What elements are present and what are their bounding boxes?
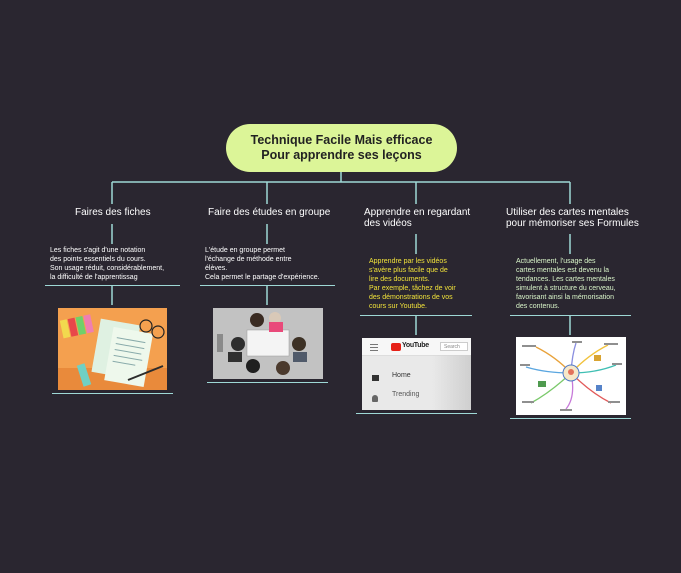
branch-1-note[interactable]: Les fiches s'agit d'une notation des poi… [50, 247, 165, 281]
branch-3-note[interactable]: Apprendre par les vidéos s'avère plus fa… [369, 258, 456, 310]
study-cards-photo[interactable] [58, 308, 167, 390]
home-icon [372, 375, 379, 381]
youtube-screen-photo[interactable]: YouTube Search Home Trending [362, 338, 471, 410]
branch-2-title[interactable]: Faire des études en groupe [208, 207, 331, 218]
branch-1-image-underline [52, 393, 173, 394]
branch-3-note-underline [360, 315, 472, 316]
root-title-line1: Technique Facile Mais efficace [250, 133, 433, 147]
youtube-logo-text: YouTube [402, 342, 429, 349]
youtube-play-icon [391, 343, 401, 351]
mind-map-image[interactable] [516, 337, 626, 415]
branch-4-note-underline [510, 315, 631, 316]
group-study-photo[interactable] [213, 308, 323, 379]
branch-3-image-underline [356, 413, 477, 414]
youtube-home-label: Home [392, 372, 411, 379]
trending-icon [372, 395, 378, 402]
branch-4-note[interactable]: Actuellement, l'usage des cartes mentale… [516, 258, 616, 310]
branch-1-note-underline [45, 285, 180, 286]
branch-2-image-underline [207, 382, 328, 383]
branch-4-title[interactable]: Utiliser des cartes mentales pour mémori… [506, 207, 639, 229]
branch-3-title[interactable]: Apprendre en regardant des vidéos [364, 207, 471, 229]
youtube-trending-label: Trending [392, 391, 420, 398]
branch-1-title[interactable]: Faires des fiches [75, 207, 151, 218]
branch-4-image-underline [510, 418, 631, 419]
branch-2-note-underline [200, 285, 335, 286]
root-topic[interactable]: Technique Facile Mais efficace Pour appr… [226, 124, 457, 172]
menu-icon [370, 344, 378, 345]
root-title-line2: Pour apprendre ses leçons [261, 148, 422, 162]
youtube-search-box: Search [440, 342, 468, 351]
branch-2-note[interactable]: L'étude en groupe permet l'échange de mé… [205, 247, 320, 281]
